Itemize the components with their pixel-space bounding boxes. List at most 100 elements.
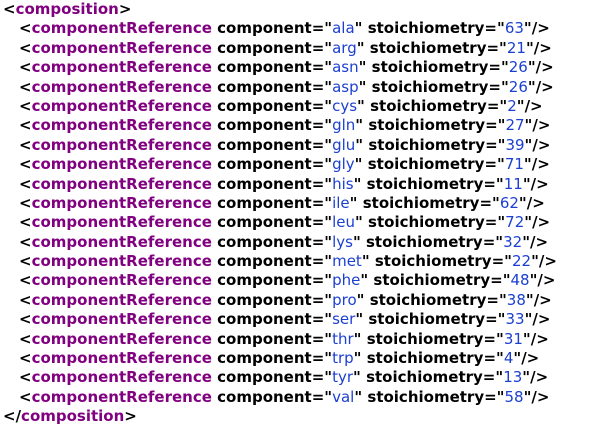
component-reference-tag: componentReference — [31, 213, 212, 232]
component-value: val — [332, 387, 355, 406]
component-reference-line: <componentReference component="his" stoi… — [19, 174, 549, 193]
component-reference-tag: componentReference — [31, 349, 212, 368]
component-value: tyr — [332, 368, 354, 387]
component-value: lys — [332, 232, 353, 251]
stoichiometry-attribute-name: stoichiometry — [368, 116, 486, 135]
component-attribute-name: component — [217, 116, 312, 135]
component-value: arg — [332, 38, 357, 57]
component-reference-line: <componentReference component="ser" stoi… — [19, 310, 551, 329]
component-reference-tag: componentReference — [31, 38, 212, 57]
stoichiometry-attribute-name: stoichiometry — [362, 193, 480, 212]
component-value: his — [332, 174, 354, 193]
component-reference-line: <componentReference component="leu" stoi… — [19, 213, 551, 232]
component-attribute-name: component — [217, 387, 312, 406]
stoichiometry-value: 38 — [506, 290, 526, 309]
stoichiometry-value: 27 — [505, 116, 525, 135]
component-reference-tag: componentReference — [31, 252, 212, 271]
component-reference-tag: componentReference — [31, 96, 212, 115]
component-attribute-name: component — [217, 368, 312, 387]
stoichiometry-attribute-name: stoichiometry — [368, 213, 485, 232]
component-value: asn — [332, 58, 359, 77]
component-reference-tag: componentReference — [31, 174, 212, 193]
stoichiometry-attribute-name: stoichiometry — [366, 232, 483, 251]
component-reference-tag: componentReference — [31, 19, 212, 38]
component-value: ile — [332, 193, 350, 212]
component-reference-tag: componentReference — [31, 193, 212, 212]
stoichiometry-value: 33 — [505, 310, 525, 329]
component-reference-line: <componentReference component="ile" stoi… — [19, 193, 545, 212]
component-reference-tag: componentReference — [31, 155, 212, 174]
stoichiometry-attribute-name: stoichiometry — [373, 271, 491, 290]
stoichiometry-value: 22 — [511, 252, 532, 271]
component-reference-line: <componentReference component="glu" stoi… — [19, 135, 551, 154]
component-value: asp — [332, 77, 359, 96]
stoichiometry-value: 26 — [508, 58, 528, 77]
component-reference-tag: componentReference — [31, 310, 212, 329]
component-attribute-name: component — [217, 58, 312, 77]
component-reference-tag: componentReference — [31, 368, 212, 387]
component-reference-line: <componentReference component="lys" stoi… — [19, 232, 549, 251]
component-attribute-name: component — [217, 193, 312, 212]
component-attribute-name: component — [217, 96, 312, 115]
component-reference-line: <componentReference component="pro" stoi… — [19, 290, 552, 309]
component-attribute-name: component — [217, 290, 312, 309]
component-reference-line: <componentReference component="cys" stoi… — [19, 96, 543, 115]
component-value: thr — [332, 329, 354, 348]
open-composition-tag: composition — [15, 0, 119, 18]
close-composition-tag: composition — [21, 407, 125, 426]
component-value: gln — [332, 116, 356, 135]
component-reference-line: <componentReference component="val" stoi… — [19, 387, 550, 406]
stoichiometry-value: 13 — [503, 368, 523, 387]
component-reference-tag: componentReference — [31, 290, 212, 309]
component-reference-line: <componentReference component="ala" stoi… — [19, 19, 550, 38]
component-value: glu — [332, 135, 356, 154]
component-value: trp — [332, 349, 354, 368]
component-attribute-name: component — [217, 155, 312, 174]
component-value: leu — [332, 213, 355, 232]
stoichiometry-value: 48 — [510, 271, 530, 290]
component-reference-line: <componentReference component="gly" stoi… — [19, 155, 550, 174]
component-reference-line: <componentReference component="gln" stoi… — [19, 116, 551, 135]
component-attribute-name: component — [217, 213, 312, 232]
open-composition-line: <composition> — [3, 0, 132, 18]
stoichiometry-attribute-name: stoichiometry — [367, 387, 485, 406]
component-reference-line: <componentReference component="asp" stoi… — [19, 77, 554, 96]
component-value: pro — [332, 290, 357, 309]
stoichiometry-attribute-name: stoichiometry — [370, 96, 487, 115]
component-attribute-name: component — [217, 310, 312, 329]
component-reference-line: <componentReference component="thr" stoi… — [19, 329, 549, 348]
stoichiometry-value: 39 — [505, 135, 525, 154]
component-value: ala — [332, 19, 355, 38]
component-attribute-name: component — [217, 349, 312, 368]
component-value: gly — [332, 155, 355, 174]
component-attribute-name: component — [217, 174, 312, 193]
component-reference-line: <componentReference component="trp" stoi… — [19, 349, 540, 368]
stoichiometry-value: 72 — [505, 213, 525, 232]
stoichiometry-attribute-name: stoichiometry — [368, 135, 486, 154]
component-value: met — [332, 252, 362, 271]
component-reference-list: <componentReference component="ala" stoi… — [3, 19, 599, 407]
component-reference-tag: componentReference — [31, 329, 212, 348]
close-composition-line: </composition> — [3, 407, 137, 426]
stoichiometry-attribute-name: stoichiometry — [374, 252, 492, 271]
component-reference-line: <componentReference component="phe" stoi… — [19, 271, 556, 290]
stoichiometry-attribute-name: stoichiometry — [371, 58, 489, 77]
component-reference-tag: componentReference — [31, 135, 212, 154]
component-reference-tag: componentReference — [31, 58, 212, 77]
stoichiometry-attribute-name: stoichiometry — [368, 310, 486, 329]
stoichiometry-attribute-name: stoichiometry — [366, 349, 484, 368]
stoichiometry-attribute-name: stoichiometry — [367, 19, 485, 38]
stoichiometry-value: 32 — [503, 232, 523, 251]
component-reference-tag: componentReference — [31, 77, 212, 96]
stoichiometry-value: 63 — [504, 19, 524, 38]
component-value: cys — [332, 96, 358, 115]
component-attribute-name: component — [217, 329, 312, 348]
component-attribute-name: component — [217, 271, 312, 290]
component-attribute-name: component — [217, 135, 312, 154]
stoichiometry-attribute-name: stoichiometry — [371, 77, 489, 96]
component-attribute-name: component — [217, 77, 312, 96]
component-attribute-name: component — [217, 232, 312, 251]
stoichiometry-attribute-name: stoichiometry — [367, 155, 485, 174]
component-reference-line: <componentReference component="asn" stoi… — [19, 58, 554, 77]
